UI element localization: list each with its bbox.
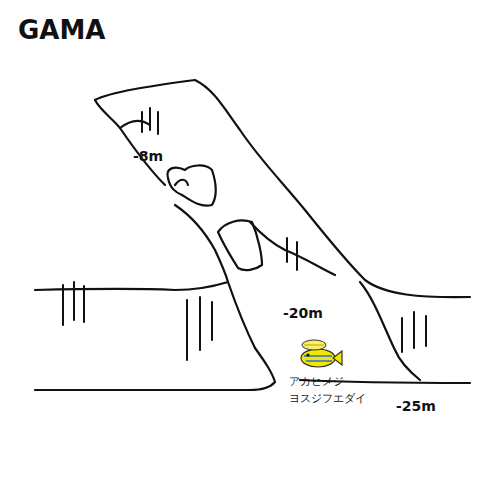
cave-wall	[95, 80, 470, 297]
site-title: GAMA	[18, 16, 105, 45]
cave-wall	[35, 282, 275, 390]
depth-label: -20m	[283, 306, 323, 321]
rock	[175, 180, 188, 185]
hatching	[63, 108, 426, 360]
cave-wall	[175, 205, 228, 282]
fish-name: ヨスジフエダイ	[289, 393, 366, 405]
cave-wall	[120, 121, 150, 128]
fish-name: アカヒメジ	[289, 376, 344, 388]
depth-label: -25m	[396, 399, 436, 414]
cave-wall	[250, 222, 335, 275]
fish-icon	[301, 340, 342, 367]
cave-wall	[95, 100, 165, 185]
rock	[167, 165, 215, 205]
depth-label: -8m	[133, 149, 163, 164]
cave-floor	[360, 282, 420, 380]
